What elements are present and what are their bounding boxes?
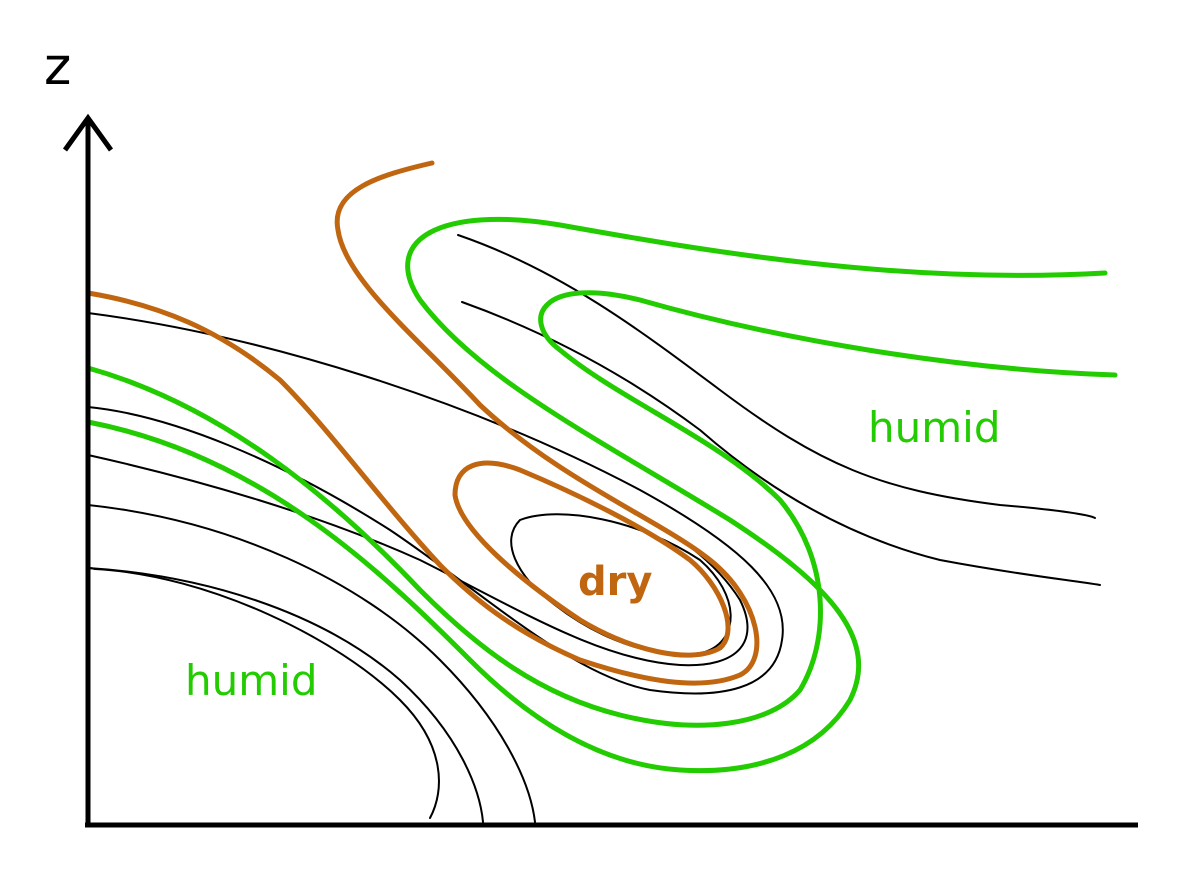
contour-line xyxy=(87,567,484,823)
humid-contour xyxy=(85,290,1118,728)
brown-contours xyxy=(85,160,760,686)
contour-line xyxy=(94,568,440,819)
axes xyxy=(62,113,1138,828)
contour-line xyxy=(461,301,1101,586)
z-axis-arrowhead xyxy=(62,113,114,152)
black-contours xyxy=(87,234,1101,823)
humid-label-left: humid xyxy=(185,656,317,705)
green-contours xyxy=(85,216,1118,774)
dry-contour xyxy=(85,160,760,686)
contour-line xyxy=(87,312,784,695)
humid-label-right: humid xyxy=(868,403,1000,452)
contour-line xyxy=(87,504,536,823)
z-axis-label: z xyxy=(44,37,71,97)
dry-contour xyxy=(452,460,731,658)
dry-label: dry xyxy=(578,559,652,605)
contour-line xyxy=(87,454,749,667)
humid-contour xyxy=(85,216,1108,774)
